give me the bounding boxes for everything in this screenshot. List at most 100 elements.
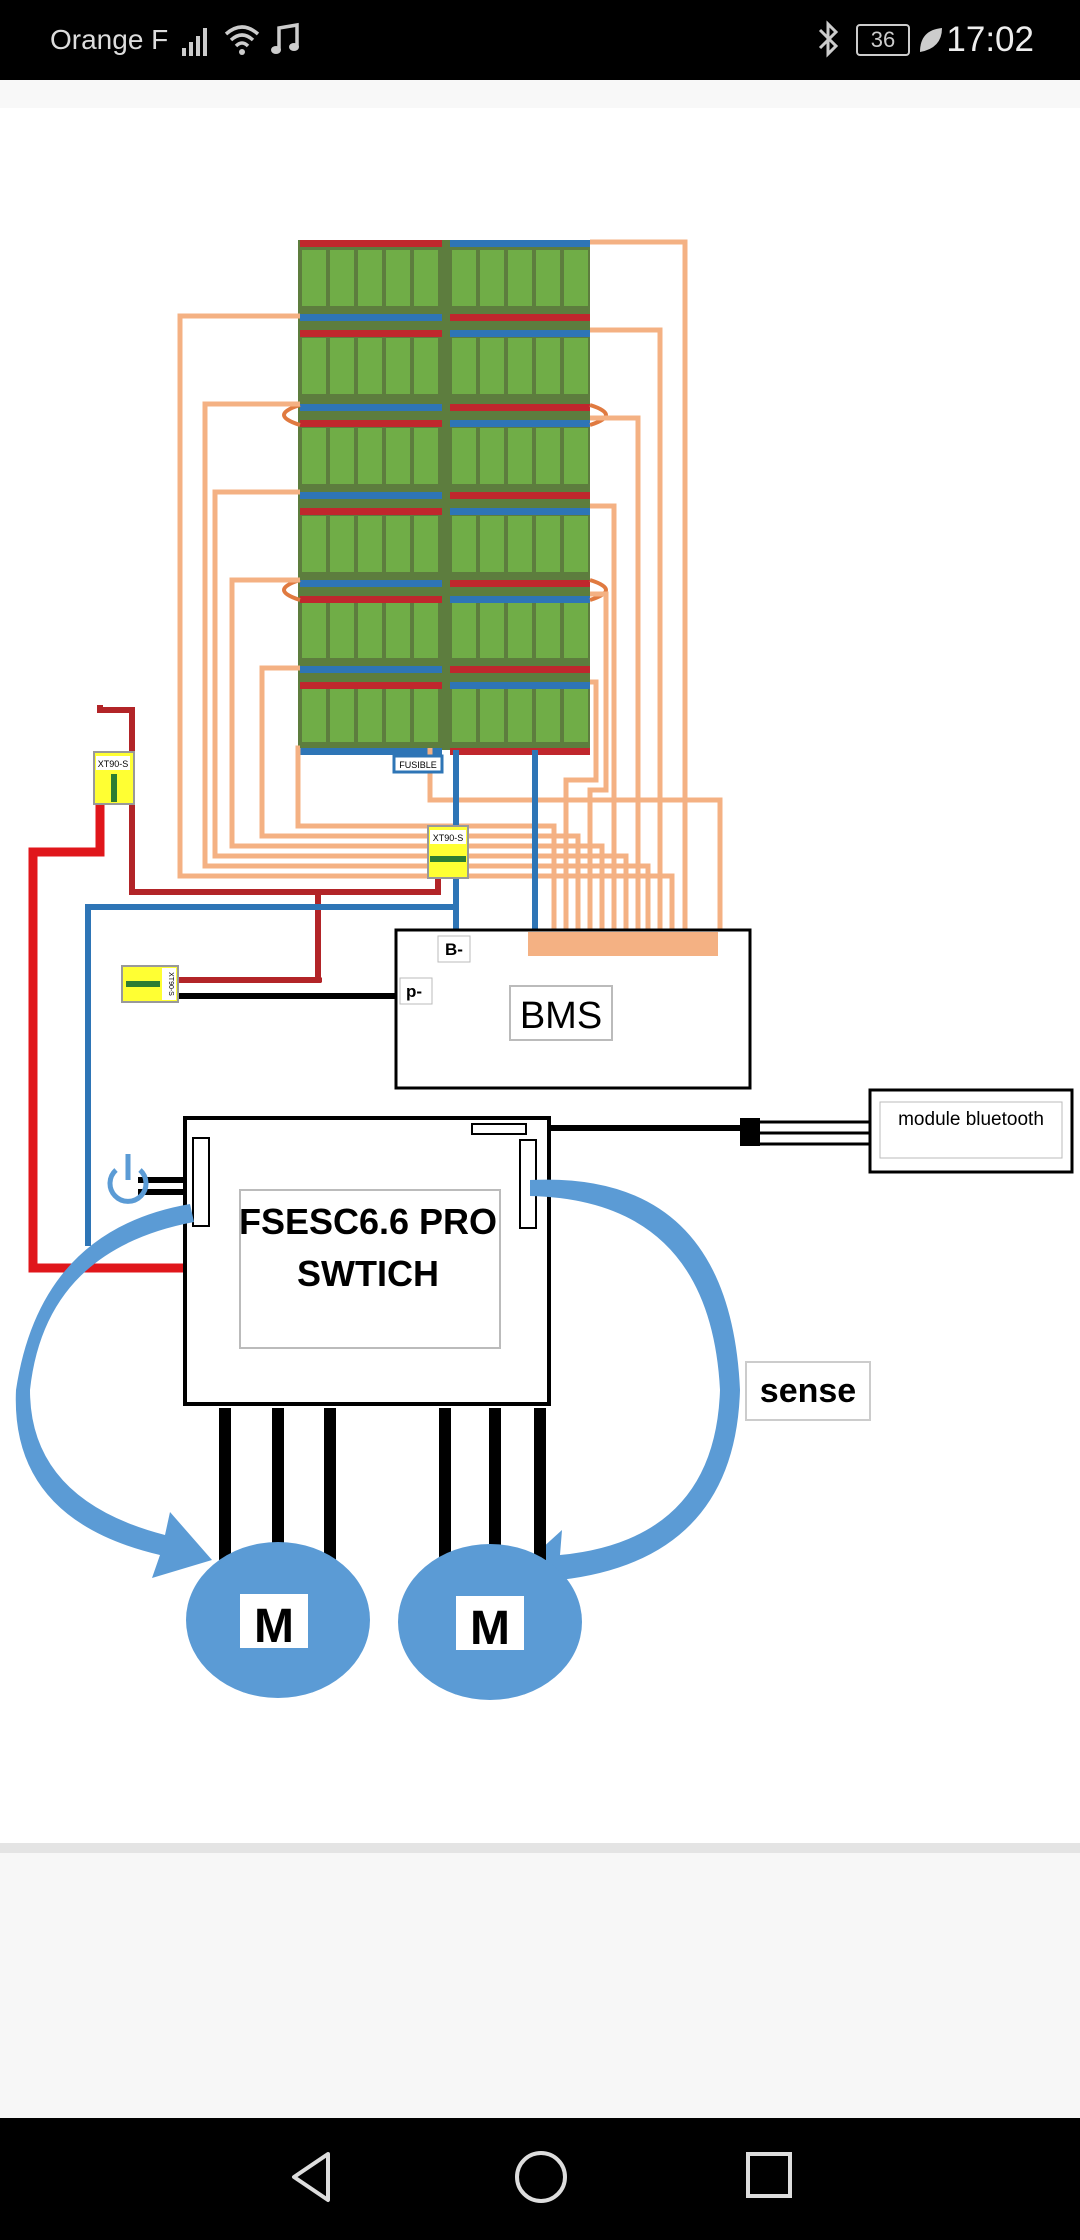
battery-cell — [508, 516, 532, 572]
battery-cell — [564, 602, 588, 658]
bms-b-minus-label: B- — [445, 940, 463, 959]
battery-cell — [414, 686, 438, 742]
battery-cell — [452, 428, 476, 484]
battery-cell — [358, 686, 382, 742]
battery-cell — [508, 428, 532, 484]
battery-cell — [452, 250, 476, 306]
balance-wire — [259, 665, 581, 930]
battery-cell — [480, 686, 504, 742]
battery-cell — [480, 428, 504, 484]
recents-icon[interactable] — [744, 2150, 796, 2202]
connector-left-label: XT90-S — [98, 759, 129, 769]
battery-cell — [452, 686, 476, 742]
main-blue-wire — [85, 750, 538, 1246]
wiring-diagram: XT90-S XT90-S XT90-S FUSIBLE B- p- BMS m… — [15, 239, 1074, 1700]
busbar — [300, 682, 442, 689]
battery-cell — [536, 428, 560, 484]
busbar — [450, 666, 590, 673]
busbar — [300, 492, 442, 499]
bms-p-minus-label: p- — [406, 982, 422, 1001]
battery-cell — [536, 250, 560, 306]
xt90-connector-center: XT90-S — [427, 825, 469, 879]
empty-area — [0, 1853, 1080, 2118]
xt90-connector-small: XT90-S — [121, 965, 179, 1003]
busbar — [450, 492, 590, 499]
battery-cell — [452, 516, 476, 572]
fuse-label: FUSIBLE — [399, 760, 437, 770]
bluetooth-module-label: module bluetooth — [898, 1109, 1044, 1130]
status-bar: Orange F 36 17:02 — [0, 0, 1080, 80]
battery-cell — [330, 602, 354, 658]
busbar — [450, 682, 590, 689]
battery-cell — [358, 250, 382, 306]
clock: 17:02 — [946, 20, 1034, 59]
battery-cell — [564, 338, 588, 394]
busbar — [450, 596, 590, 603]
navigation-bar — [0, 2118, 1080, 2240]
battery-cell — [302, 602, 326, 658]
battery-cell — [386, 686, 410, 742]
battery-cell — [414, 602, 438, 658]
sense-label-box: sense — [745, 1361, 871, 1421]
busbar — [450, 330, 590, 337]
battery-cell — [358, 428, 382, 484]
battery-cell — [302, 338, 326, 394]
battery-cell — [414, 428, 438, 484]
power-button-icon — [107, 1154, 149, 1204]
battery-cell — [414, 516, 438, 572]
battery-cell — [508, 602, 532, 658]
balance-wire — [295, 745, 557, 930]
battery-cell — [330, 428, 354, 484]
back-icon[interactable] — [286, 2148, 336, 2206]
balance-wire — [590, 327, 663, 930]
balance-wire — [590, 415, 641, 930]
battery-cell — [564, 428, 588, 484]
carrier-name: Orange F — [50, 24, 169, 55]
battery-cell — [536, 338, 560, 394]
busbar — [300, 666, 442, 673]
battery-cell — [480, 250, 504, 306]
battery-cell — [386, 338, 410, 394]
busbar — [450, 420, 590, 427]
balance-wires — [177, 239, 723, 930]
battery-icon: 36 — [856, 24, 910, 56]
busbar — [300, 240, 442, 247]
controller-line1: FSESC6.6 PRO — [239, 1201, 497, 1242]
motor-left: M — [186, 1542, 370, 1698]
battery-cell — [358, 516, 382, 572]
esc-controller: FSESC6.6 PRO SWTICH — [183, 1116, 551, 1406]
balance-wire — [177, 313, 675, 930]
signal-icon — [182, 28, 207, 56]
connector-center-label: XT90-S — [433, 833, 464, 843]
battery-cell — [302, 516, 326, 572]
battery-cell — [386, 516, 410, 572]
busbar — [300, 748, 442, 755]
home-icon[interactable] — [512, 2148, 570, 2206]
battery-cell — [414, 250, 438, 306]
battery-pack — [282, 240, 608, 755]
battery-cell — [386, 428, 410, 484]
motor-left-label: M — [254, 1600, 294, 1653]
busbar — [450, 404, 590, 411]
balance-wire — [229, 577, 605, 930]
balance-wire — [563, 679, 599, 930]
battery-cell — [564, 250, 588, 306]
battery-cell — [386, 250, 410, 306]
content-top-strip — [0, 80, 1080, 108]
busbar — [300, 580, 442, 587]
busbar — [450, 240, 590, 247]
battery-cell — [358, 338, 382, 394]
battery-cell — [480, 602, 504, 658]
motor-right: M — [398, 1544, 582, 1700]
busbar — [300, 330, 442, 337]
battery-cell — [536, 602, 560, 658]
bms-title: BMS — [520, 995, 602, 1037]
busbar — [300, 404, 442, 411]
busbar — [300, 596, 442, 603]
black-wires — [138, 993, 870, 1195]
battery-cell — [480, 338, 504, 394]
bluetooth-module: module bluetooth — [868, 1088, 1074, 1174]
battery-cell — [330, 250, 354, 306]
battery-cell — [330, 338, 354, 394]
xt90-connector-left: XT90-S — [93, 751, 135, 805]
